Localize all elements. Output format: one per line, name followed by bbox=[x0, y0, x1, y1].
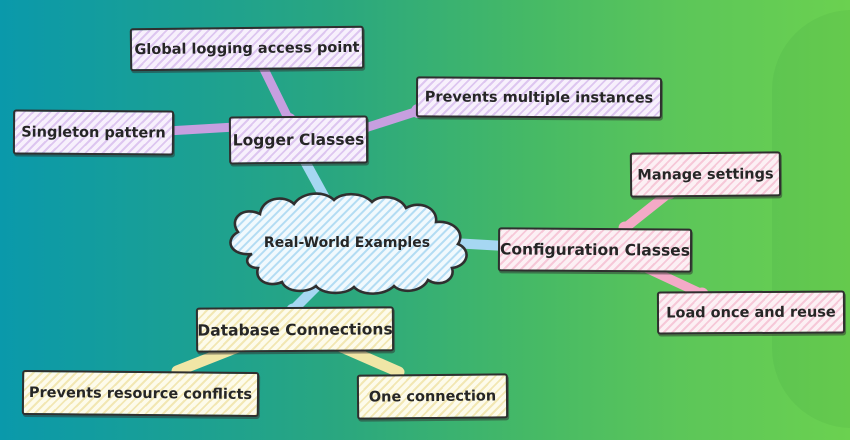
node-load-once-and-reuse[interactable]: Load once and reuse bbox=[656, 290, 846, 335]
cloud-path bbox=[229, 192, 468, 295]
canvas-right-band bbox=[772, 10, 850, 428]
node-center-label: Real-World Examples bbox=[222, 190, 472, 296]
node-label: Global logging access point bbox=[134, 39, 360, 58]
node-one-connection[interactable]: One connection bbox=[356, 373, 509, 420]
node-label: Load once and reuse bbox=[666, 304, 836, 321]
node-label: Manage settings bbox=[637, 165, 774, 184]
node-global-logging-access-point[interactable]: Global logging access point bbox=[129, 25, 365, 72]
cloud-shape[interactable] bbox=[222, 190, 472, 296]
node-prevents-multiple-instances[interactable]: Prevents multiple instances bbox=[415, 76, 663, 119]
node-label: Logger Classes bbox=[232, 130, 365, 150]
node-label: Configuration Classes bbox=[499, 240, 691, 260]
node-label: Singleton pattern bbox=[21, 123, 166, 142]
node-configuration-classes[interactable]: Configuration Classes bbox=[497, 227, 693, 273]
node-logger-classes[interactable]: Logger Classes bbox=[228, 115, 369, 165]
cloud-svg bbox=[229, 192, 468, 295]
node-label: Prevents multiple instances bbox=[424, 88, 654, 107]
node-singleton-pattern[interactable]: Singleton pattern bbox=[12, 109, 175, 156]
node-label: Prevents resource conflicts bbox=[28, 384, 253, 403]
node-label: Database Connections bbox=[197, 319, 393, 340]
node-label: One connection bbox=[368, 387, 497, 406]
center-label-text: Real-World Examples bbox=[263, 235, 431, 251]
node-manage-settings[interactable]: Manage settings bbox=[629, 151, 782, 198]
node-database-connections[interactable]: Database Connections bbox=[195, 306, 395, 353]
node-prevents-resource-conflicts[interactable]: Prevents resource conflicts bbox=[21, 369, 260, 418]
